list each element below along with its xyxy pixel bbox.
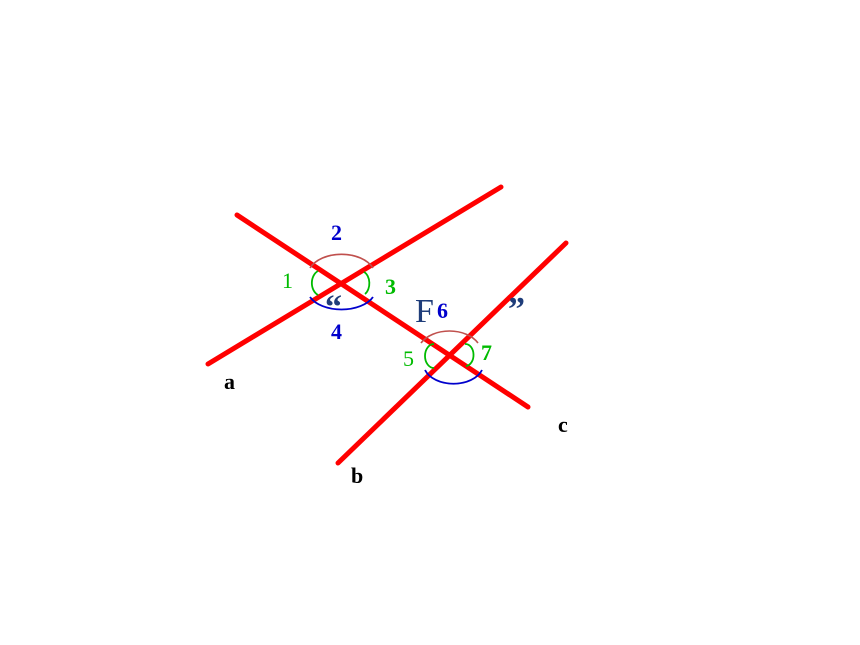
angle-arc-3 xyxy=(363,271,371,295)
angle-arc-4 xyxy=(309,296,374,311)
angle-arc-1 xyxy=(311,270,319,296)
angle-label-1: 1 xyxy=(282,268,293,293)
open-quote-mark: “ xyxy=(325,289,342,326)
angle-label-4: 4 xyxy=(331,319,342,344)
line-label-b: b xyxy=(351,463,363,488)
angle-arc-5 xyxy=(424,343,435,369)
angle-arc-8 xyxy=(424,369,483,385)
close-quote-mark: ” xyxy=(508,291,525,328)
line-label-c: c xyxy=(558,412,568,437)
line-a xyxy=(205,184,504,367)
angle-label-2: 2 xyxy=(331,220,342,245)
line-b xyxy=(335,240,569,466)
angle-arc-6 xyxy=(420,330,479,344)
angle-label-7: 7 xyxy=(481,340,492,365)
line-c xyxy=(234,212,531,410)
angle-label-5: 5 xyxy=(403,346,414,371)
angle-arc-7 xyxy=(464,343,475,367)
angle-label-6: 6 xyxy=(437,298,448,323)
angle-label-3: 3 xyxy=(385,274,396,299)
line-label-a: a xyxy=(224,369,235,394)
f-letter-mark: F xyxy=(415,293,434,330)
angle-arc-2 xyxy=(309,253,374,269)
